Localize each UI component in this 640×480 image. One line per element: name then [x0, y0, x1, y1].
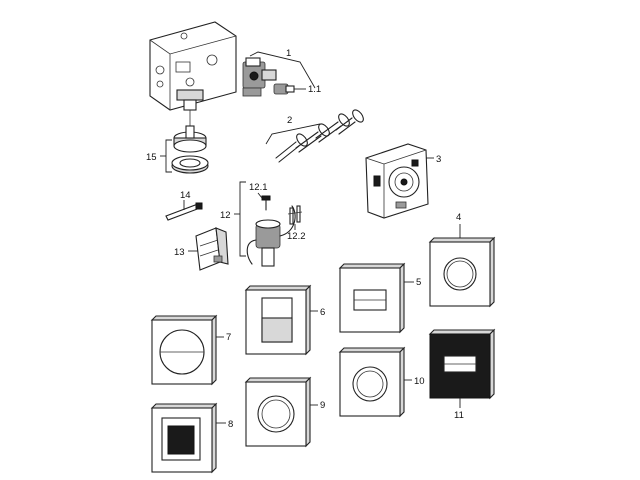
mounting-frame: [365, 143, 429, 219]
actuator-plate-5: [338, 262, 406, 334]
label-8: 8: [228, 419, 233, 430]
clip-pins: [287, 205, 303, 225]
label-9: 9: [320, 400, 325, 411]
label-14: 14: [180, 190, 191, 201]
label-15: 15: [146, 152, 157, 163]
fixing-screws: [275, 109, 364, 163]
label-12: 12: [220, 210, 231, 221]
label-6: 6: [320, 307, 325, 318]
connector-adapter: [173, 118, 207, 153]
actuator-plate-6: [244, 284, 312, 356]
label-4: 4: [456, 212, 461, 223]
compression-fitting: [273, 83, 295, 95]
screw: [261, 195, 271, 211]
actuator-plate-9: [244, 376, 312, 448]
seal-ring: [171, 155, 209, 174]
label-2: 2: [287, 115, 292, 126]
installation-box: [149, 21, 237, 118]
valve-assembly: [242, 57, 277, 97]
battery-clip: [195, 227, 229, 271]
label-12-1: 12.1: [249, 182, 268, 193]
actuator-plate-11: [428, 328, 496, 400]
actuator-plate-7: [150, 314, 218, 386]
actuator-plate-8: [150, 402, 218, 474]
actuator-plate-4: [428, 236, 496, 308]
label-10: 10: [414, 376, 425, 387]
solenoid-valve: [246, 205, 296, 267]
label-5: 5: [416, 277, 421, 288]
label-7: 7: [226, 332, 231, 343]
label-12-2: 12.2: [287, 231, 306, 242]
label-1: 1: [286, 48, 291, 59]
label-11: 11: [454, 410, 464, 421]
label-3: 3: [436, 154, 441, 165]
label-13: 13: [174, 247, 185, 258]
actuator-plate-10: [338, 346, 406, 418]
label-1-1: 1.1: [308, 84, 321, 95]
sensor-rod: [165, 202, 203, 221]
